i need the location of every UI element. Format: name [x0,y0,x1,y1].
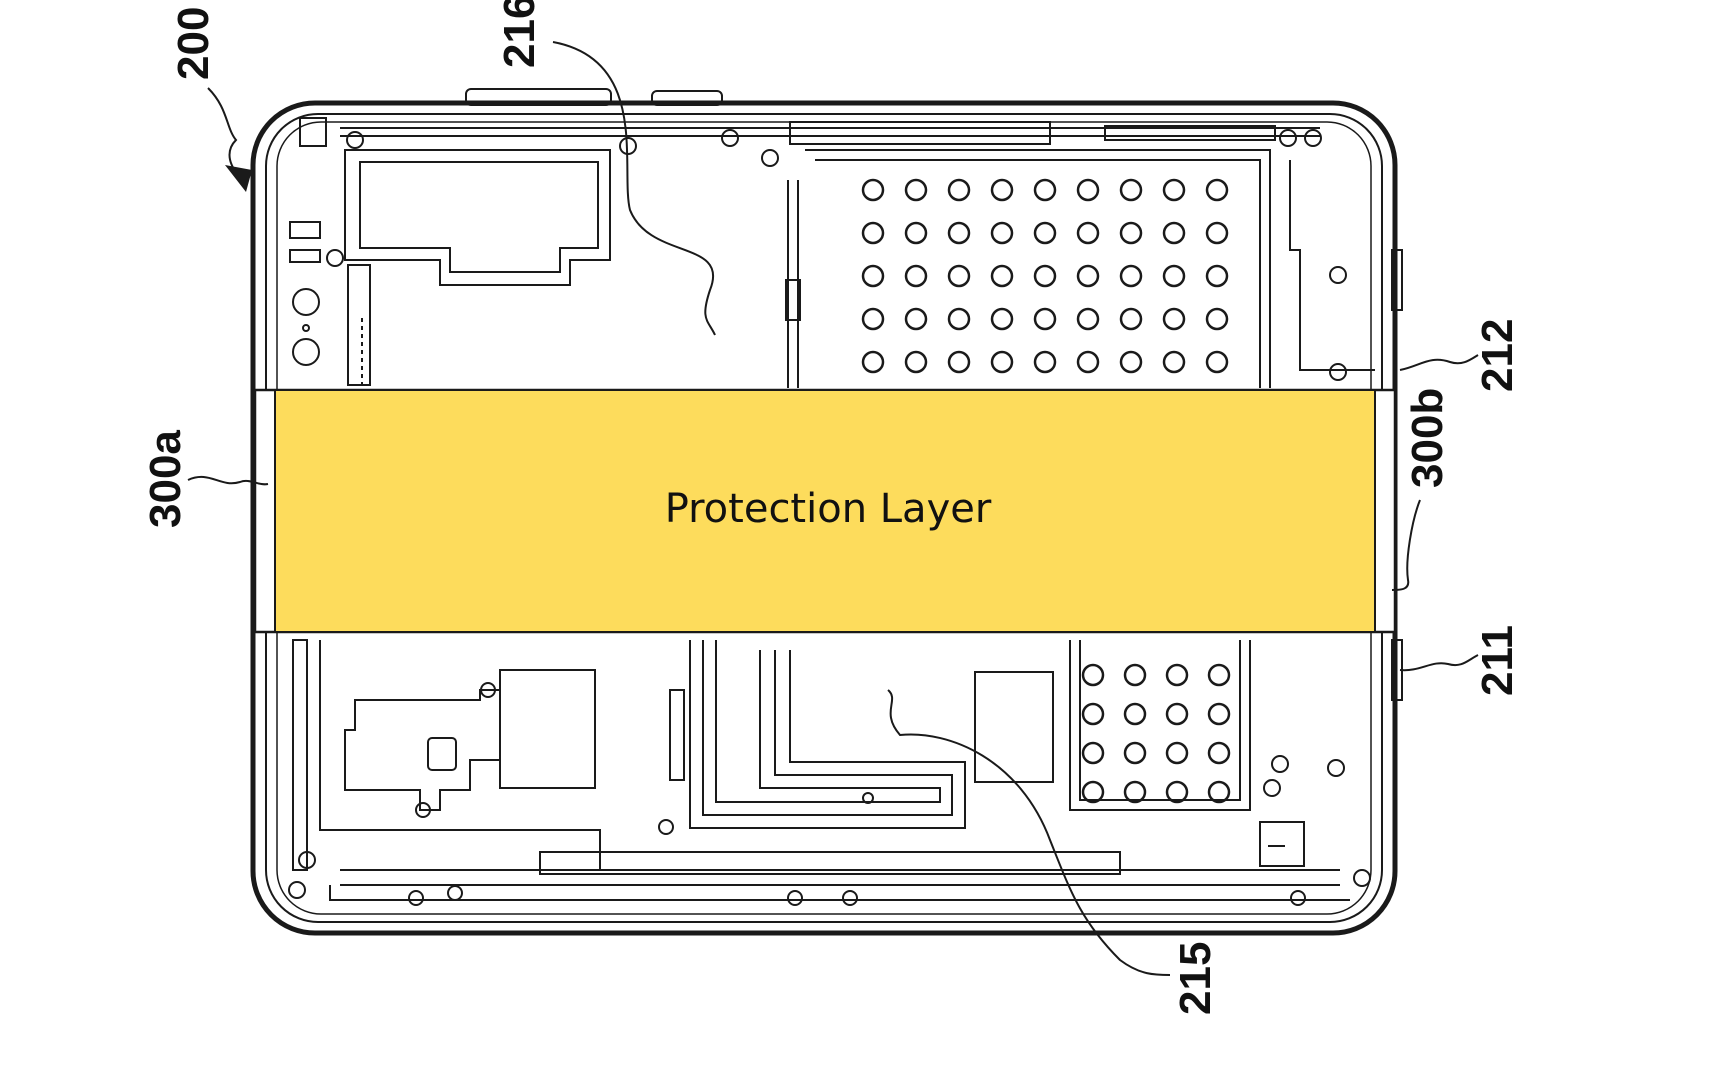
leader-lines [187,41,1479,976]
vent-hole [1162,307,1186,331]
vent-hole [990,178,1014,202]
lower-vent-grid [1081,663,1231,804]
protection-layer-label: Protection Layer [665,486,992,532]
vent-hole [947,178,971,202]
vent-hole [904,307,928,331]
vent-hole [1205,350,1229,374]
vent-hole [1207,741,1231,765]
arrowhead [225,165,252,192]
vent-hole [904,221,928,245]
lower-components [288,639,1371,906]
vent-hole [1162,221,1186,245]
vent-hole [861,350,885,374]
label-cable-upper: 216 [495,0,544,68]
vent-hole [1081,780,1105,804]
vent-hole [1076,264,1100,288]
vent-hole [904,350,928,374]
vent-hole [904,264,928,288]
vent-hole [1162,178,1186,202]
vent-hole [1076,350,1100,374]
upper-components [289,117,1375,388]
vent-hole [1119,178,1143,202]
vent-hole [1081,741,1105,765]
vent-hole [1207,663,1231,687]
label-device: 200 [169,7,218,80]
protection-layer: Protection Layer [253,388,1397,634]
vent-hole [1207,780,1231,804]
protection-layer-fill [274,389,1376,633]
vent-hole [1162,264,1186,288]
vent-hole [1207,702,1231,726]
vent-hole [947,221,971,245]
label-housing-upper: 212 [1473,319,1522,392]
vent-hole [1033,350,1057,374]
vent-hole [1165,663,1189,687]
label-housing-lower: 211 [1473,625,1522,696]
vent-hole [1033,221,1057,245]
vent-hole [1119,350,1143,374]
vent-hole [1123,663,1147,687]
vent-hole [1205,307,1229,331]
vent-hole [1123,741,1147,765]
upper-vent-grid [861,178,1229,374]
vent-hole [947,307,971,331]
label-cable-lower: 215 [1171,942,1220,1015]
vent-hole [1205,221,1229,245]
vent-hole [1123,780,1147,804]
vent-hole [990,307,1014,331]
vent-hole [861,264,885,288]
vent-hole [904,178,928,202]
vent-hole [861,307,885,331]
reference-labels: 200 216 212 300b 211 300a 215 [141,0,1522,1015]
vent-hole [990,264,1014,288]
label-edge-left: 300a [141,430,190,528]
vent-hole [1123,702,1147,726]
vent-hole [1081,663,1105,687]
vent-hole [1076,178,1100,202]
vent-hole [1076,307,1100,331]
vent-hole [1076,221,1100,245]
vent-hole [1033,264,1057,288]
vent-hole [1033,178,1057,202]
vent-hole [1081,702,1105,726]
vent-hole [947,350,971,374]
vent-hole [1119,221,1143,245]
vent-hole [1165,780,1189,804]
vent-hole [1162,350,1186,374]
vent-hole [990,350,1014,374]
vent-hole [861,178,885,202]
label-edge-right: 300b [1403,388,1452,488]
vent-hole [1033,307,1057,331]
vent-hole [990,221,1014,245]
vent-hole [1119,264,1143,288]
vent-hole [861,221,885,245]
vent-hole [947,264,971,288]
vent-hole [1205,178,1229,202]
vent-hole [1205,264,1229,288]
vent-hole [1119,307,1143,331]
vent-hole [1165,741,1189,765]
vent-hole [1165,702,1189,726]
